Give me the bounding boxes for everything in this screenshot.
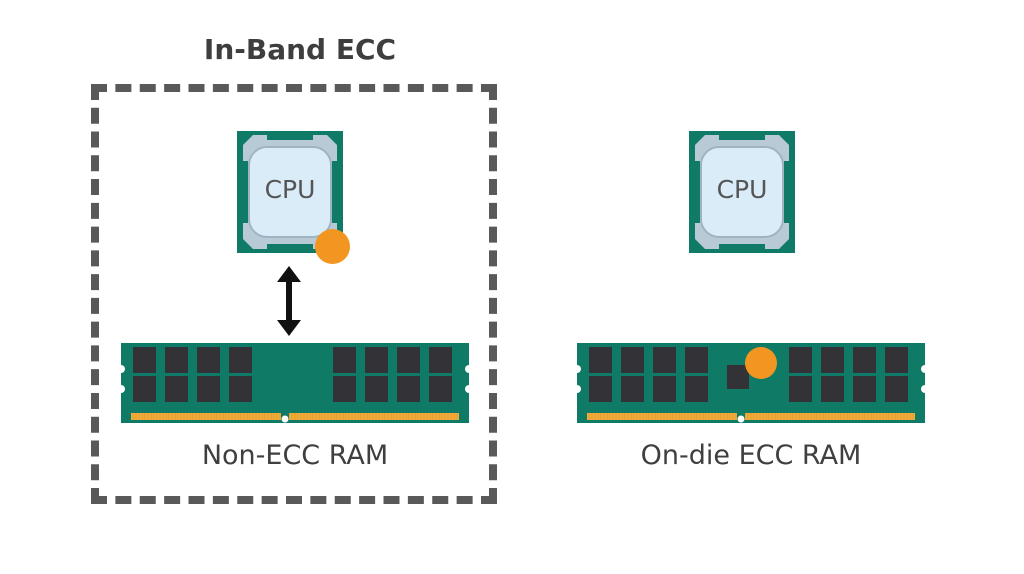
- memory-chip: [885, 347, 908, 373]
- memory-chip: [429, 347, 452, 373]
- memory-chip: [365, 347, 388, 373]
- memory-chip: [165, 347, 188, 373]
- cpu-icon: [237, 131, 343, 253]
- memory-chip: [397, 376, 420, 402]
- memory-chip: [789, 347, 812, 373]
- memory-chip: [821, 376, 844, 402]
- memory-chip: [589, 376, 612, 402]
- memory-chip: [133, 347, 156, 373]
- ram-stick-icon: [577, 343, 925, 423]
- memory-chip: [621, 376, 644, 402]
- memory-chip: [333, 347, 356, 373]
- memory-chip: [229, 376, 252, 402]
- memory-chip: [133, 376, 156, 402]
- cpu-icon: [689, 131, 795, 253]
- ram-notch: [465, 385, 469, 393]
- cpu-chip-right: CPU: [689, 131, 795, 253]
- ram-notch: [121, 365, 125, 373]
- ram-caption-left: Non-ECC RAM: [201, 440, 389, 471]
- cpu-label-right: CPU: [716, 175, 768, 204]
- ram-notch: [921, 365, 925, 373]
- memory-chip: [197, 347, 220, 373]
- memory-chip: [853, 347, 876, 373]
- ram-key-notch: [281, 415, 289, 423]
- ram-notch: [121, 385, 125, 393]
- memory-chip: [197, 376, 220, 402]
- memory-chip: [853, 376, 876, 402]
- in-band-ecc-title: In-Band ECC: [203, 33, 397, 66]
- memory-chip: [333, 376, 356, 402]
- memory-chip: [885, 376, 908, 402]
- ram-module-left: [121, 343, 469, 423]
- ecc-dot-cpu: [315, 229, 350, 264]
- memory-chip: [789, 376, 812, 402]
- memory-chip: [365, 376, 388, 402]
- memory-chip: [589, 347, 612, 373]
- ram-notch: [577, 365, 581, 373]
- ram-notch: [921, 385, 925, 393]
- ram-caption-right: On-die ECC RAM: [640, 440, 862, 471]
- cpu-label-left: CPU: [264, 175, 316, 204]
- ram-stick-icon: [121, 343, 469, 423]
- memory-chip: [621, 347, 644, 373]
- memory-chip: [397, 347, 420, 373]
- memory-chip: [229, 347, 252, 373]
- memory-chip: [653, 376, 676, 402]
- memory-chip: [821, 347, 844, 373]
- memory-chip: [685, 347, 708, 373]
- in-band-ecc-group-box: [91, 84, 497, 504]
- memory-chip: [165, 376, 188, 402]
- memory-chip: [685, 376, 708, 402]
- ecc-chip: [727, 365, 749, 389]
- memory-chip: [653, 347, 676, 373]
- ecc-dot-ram: [745, 347, 777, 379]
- ram-notch: [577, 385, 581, 393]
- cpu-chip-left: CPU: [237, 131, 343, 253]
- ram-module-right: [577, 343, 925, 423]
- ram-key-notch: [737, 415, 745, 423]
- bidirectional-arrow-icon: [277, 266, 301, 336]
- memory-chip: [429, 376, 452, 402]
- ram-notch: [465, 365, 469, 373]
